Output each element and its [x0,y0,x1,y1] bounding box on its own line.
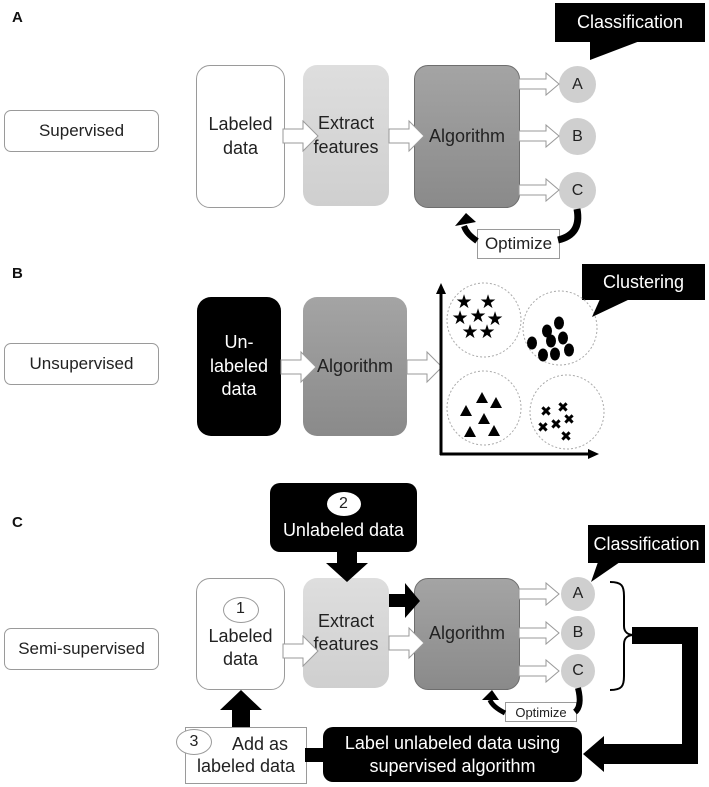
b-callout-tail [592,299,630,317]
ellipse-marker [550,347,560,361]
star-marker: ★ [451,307,468,329]
b-arrow-algorithm-to-plot [406,351,443,383]
c-arrow-black-extract-to-algorithm [389,583,420,618]
star-marker: ★ [455,291,472,313]
triangle-marker [488,425,500,436]
a-arrow-labeled-to-extract [282,120,319,152]
c-output-class-b: B [561,616,595,650]
c-classification-callout: Classification [588,525,705,563]
step-2-badge: 2 [326,492,361,517]
a-output-class-b: B [559,118,596,155]
c-optimize-curve-left [487,698,507,716]
cluster-triangles-circle [446,370,522,446]
cluster-stars-circle [446,282,522,358]
c-labeled-data-box: 1 Labeled data [196,578,285,690]
a-optimize-box: Optimize [477,229,560,259]
c-output-class-a: A [561,577,595,611]
panel-b-label: B [12,265,23,282]
c-arrow-labeled-to-extract [282,635,319,667]
panel-a-label: A [12,9,23,26]
cross-marker: ✖ [560,429,572,445]
c-extract-features-box: Extract features [303,578,389,688]
cluster-crosses: ✖ ✖ ✖ ✖ ✖ ✖ [537,400,575,445]
ellipse-marker [538,348,548,362]
a-output-class-c: C [559,172,596,209]
ellipse-marker [564,343,574,357]
a-classification-callout: Classification [555,3,705,42]
c-add-labeled-line1: Add as [231,733,289,754]
b-algorithm-box: Algorithm [303,297,407,436]
c-arrow-hollow-extract-to-algorithm [388,627,425,659]
triangle-marker [464,426,476,437]
c-optimize-box: Optimize [505,702,577,722]
supervised-mode-box: Supervised [4,110,159,152]
panel-c-label: C [12,514,23,531]
unsupervised-mode-box: Unsupervised [4,343,159,385]
a-arrow-to-class-c [518,178,560,202]
cluster-ellipses-circle [522,290,598,366]
a-optimize-arrowhead [455,213,476,226]
c-output-class-c: C [561,654,595,688]
cross-marker: ✖ [557,400,569,416]
b-arrow-unlabeled-to-algorithm [280,351,317,383]
c-unlabeled-data-box: 2 Unlabeled data [270,483,417,552]
a-arrow-extract-to-algorithm [388,120,425,152]
cluster-stars: ★ ★ ★ ★ ★ ★ ★ [451,291,503,343]
cluster-crosses-circle [529,374,605,450]
a-arrow-to-class-b [518,124,560,148]
star-marker: ★ [486,308,503,330]
semi-supervised-mode-box: Semi-supervised [4,628,159,670]
ellipse-marker [527,336,537,350]
c-callout-tail [591,562,620,582]
star-marker: ★ [461,321,478,343]
plot-y-axis-arrow [436,283,446,294]
c-unlabeled-data-text: Unlabeled data [282,520,405,541]
triangle-marker [490,397,502,408]
a-labeled-data-box: Labeled data [196,65,285,208]
c-optimize-arrowhead [482,690,499,700]
c-arrow-to-class-b [518,621,560,645]
a-callout-tail [590,41,640,60]
c-arrow-to-class-c [518,659,560,683]
triangle-marker [478,413,490,424]
c-arrow-add-to-labeled [220,690,262,727]
a-optimize-curve-left [461,224,479,244]
b-clustering-callout: Clustering [582,264,705,300]
c-arrow-to-class-a [518,582,560,606]
c-labeled-data-text: Labeled data [208,625,273,669]
c-label-unlabeled-box: Label unlabeled data using supervised al… [323,727,582,782]
ellipse-marker [558,331,568,345]
a-arrow-to-class-a [518,72,560,96]
ellipse-marker [542,324,552,338]
c-algorithm-box: Algorithm [414,578,520,690]
cross-marker: ✖ [563,412,575,428]
star-marker: ★ [479,291,496,313]
star-marker: ★ [469,305,486,327]
cross-marker: ✖ [537,420,549,436]
cluster-triangles [460,392,502,437]
c-optimize-curve-right [572,687,583,715]
cross-marker: ✖ [540,404,552,420]
ellipse-marker [546,334,556,348]
plot-x-axis-arrow [588,449,599,459]
step-1-badge: 1 [222,596,259,623]
star-marker: ★ [478,321,495,343]
a-optimize-curve-right [557,208,582,244]
triangle-marker [460,405,472,416]
c-arrow-unlabeled-to-extract [326,552,368,582]
step-3-badge: 3 [176,729,212,755]
c-connector-label-to-add [305,748,324,762]
c-curly-brace [609,581,635,691]
c-connector-brace-to-label [583,627,698,772]
b-unlabeled-data-box: Un- labeled data [197,297,281,436]
cluster-ellipses [527,316,574,362]
c-add-labeled-line2: labeled data [196,755,296,776]
ellipse-marker [554,316,564,330]
triangle-marker [476,392,488,403]
a-output-class-a: A [559,66,596,103]
cross-marker: ✖ [550,417,562,433]
